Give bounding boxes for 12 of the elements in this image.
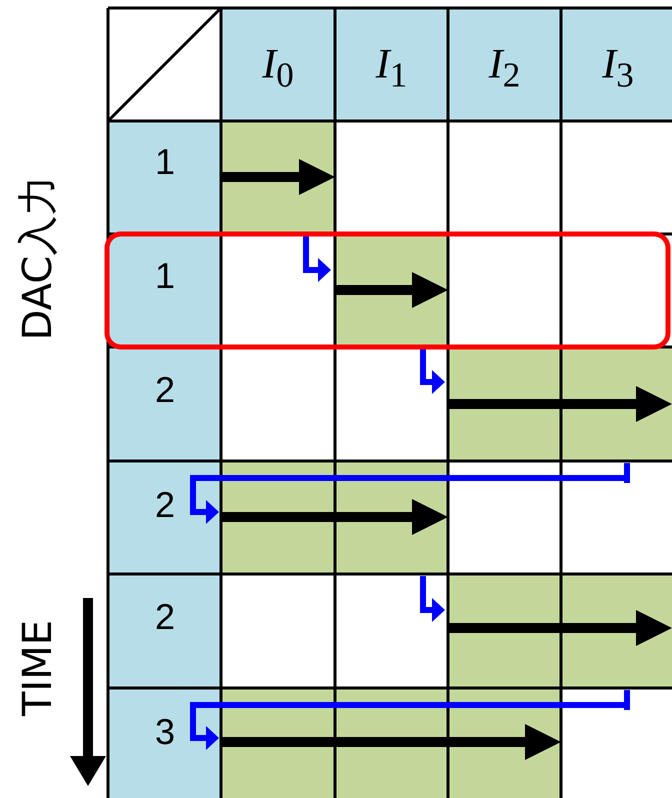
row-value: 1 — [154, 258, 176, 294]
axis-label: TIME — [18, 620, 58, 716]
column-header: I$_{3}$ — [602, 43, 634, 93]
row-value: 3 — [154, 714, 176, 750]
column-header: I$_{1}$ — [376, 43, 408, 93]
row-value: 2 — [154, 372, 176, 408]
axis-label: DAC入力 — [18, 176, 58, 340]
column-header: I$_{2}$ — [488, 43, 520, 93]
row-value: 2 — [154, 487, 176, 523]
column-header: I$_{0}$ — [262, 43, 294, 93]
row-value: 2 — [154, 599, 176, 635]
row-value: 1 — [154, 144, 176, 180]
